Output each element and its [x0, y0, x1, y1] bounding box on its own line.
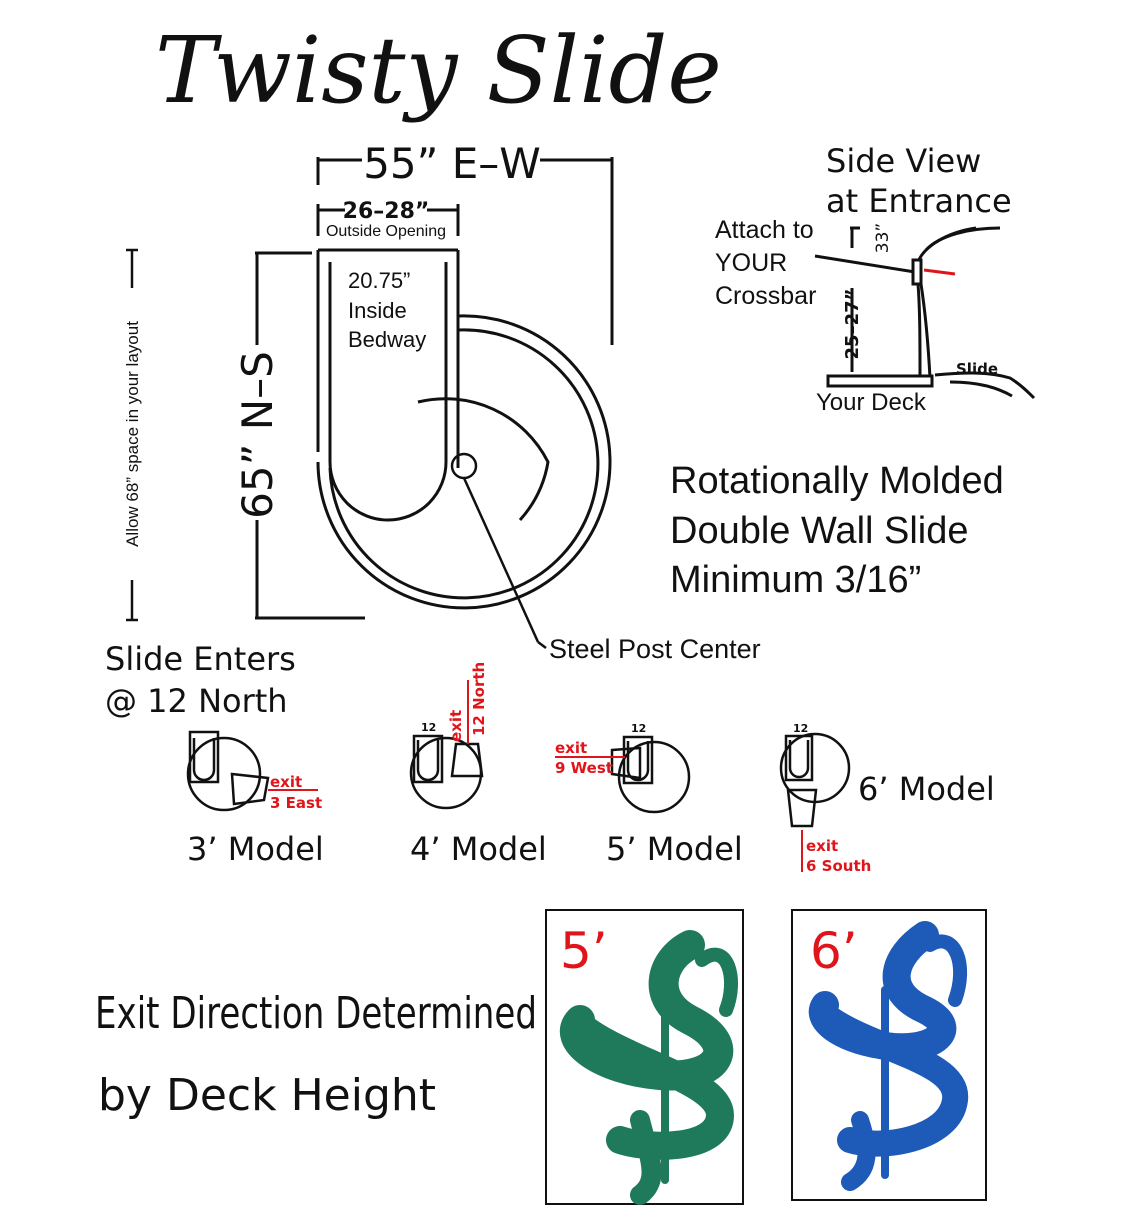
opening-dimension-value: 26–28” [343, 199, 430, 224]
photo-6ft [791, 909, 987, 1201]
inside-bedway-line1: Inside [348, 298, 407, 323]
opening-dimension-label: Outside Opening [326, 223, 446, 240]
top-view-plan [255, 157, 614, 649]
attach-line-1: Attach to [715, 216, 814, 244]
model-4ft-diagram [409, 734, 484, 810]
side-view-drawing [814, 226, 1036, 400]
model-4ft-exit-2: 12 North [470, 662, 488, 736]
side-view-height-33: 33” [873, 223, 893, 253]
model-5ft-top: 12 [631, 722, 646, 735]
side-view-deck-label: Your Deck [816, 389, 927, 416]
model-6ft-exit-1: exit [806, 837, 838, 855]
model-5ft-label: 5’ Model [606, 830, 743, 868]
page-title: Twisty Slide [155, 17, 722, 124]
exit-note-line-1: Exit Direction Determined [95, 988, 537, 1039]
description-line-1: Rotationally Molded [670, 460, 1004, 502]
model-3ft-diagram [186, 730, 270, 812]
crossbar-marker [923, 268, 956, 276]
description-line-2: Double Wall Slide [670, 510, 969, 552]
model-5ft-exit-2: 9 West [555, 759, 613, 777]
ns-dimension-label: 65” N–S [233, 351, 282, 519]
side-view-title-2: at Entrance [826, 182, 1012, 220]
model-3ft-label: 3’ Model [187, 830, 324, 868]
enters-line-1: Slide Enters [105, 640, 296, 678]
side-view-slide-label: Slide [956, 360, 998, 378]
inside-bedway-line2: Bedway [348, 327, 426, 352]
side-view-title-1: Side View [826, 142, 981, 180]
model-5ft-diagram [610, 735, 691, 814]
photo-5ft [545, 909, 744, 1205]
model-6ft-exit-2: 6 South [806, 857, 871, 875]
photo-6ft-label: 6’ [810, 922, 858, 980]
description-line-3: Minimum 3/16” [670, 559, 921, 601]
attach-line-3: Crossbar [715, 282, 816, 310]
steel-post-label: Steel Post Center [549, 634, 761, 664]
attach-line-2: YOUR [715, 249, 787, 277]
ew-dimension-label: 55” E–W [363, 139, 541, 188]
allow-space-label: Allow 68” space in your layout [123, 321, 142, 547]
model-4ft-exit-1: exit [447, 710, 465, 742]
inside-bedway-value: 20.75” [348, 268, 410, 293]
photo-5ft-label: 5’ [560, 922, 608, 980]
model-3ft-exit-2: 3 East [270, 794, 322, 812]
model-3ft-exit-1: exit [270, 773, 302, 791]
side-view-height-25-27: 25–27” [842, 289, 863, 360]
allow-space-dimension [126, 248, 138, 622]
model-6ft-diagram [779, 732, 851, 828]
model-6ft-label: 6’ Model [858, 770, 995, 808]
enters-line-2: @ 12 North [105, 682, 288, 720]
exit-note-line-2: by Deck Height [98, 1070, 436, 1121]
model-4ft-top: 12 [421, 721, 436, 734]
model-4ft-label: 4’ Model [410, 830, 547, 868]
model-6ft-top: 12 [793, 722, 808, 735]
model-5ft-exit-1: exit [555, 739, 587, 757]
